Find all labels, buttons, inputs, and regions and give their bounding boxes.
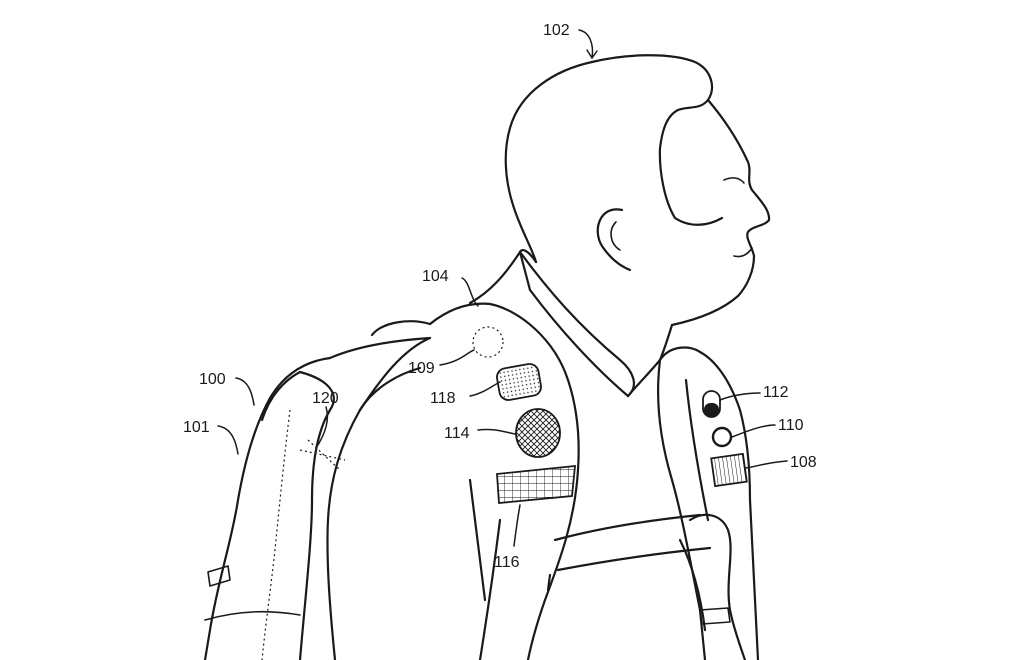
shoulder-strap-right bbox=[656, 350, 760, 660]
person-head bbox=[504, 54, 771, 327]
label-120: 120 bbox=[312, 390, 339, 407]
component-112 bbox=[702, 390, 721, 418]
band-116 bbox=[496, 464, 577, 504]
label-110: 110 bbox=[778, 417, 804, 434]
person-torso bbox=[468, 250, 712, 592]
sensor-109-circle bbox=[472, 326, 504, 358]
backpack bbox=[203, 320, 432, 660]
component-110-button bbox=[711, 426, 733, 448]
label-116: 116 bbox=[494, 554, 520, 571]
sensor-114-pad bbox=[515, 408, 561, 458]
label-114: 114 bbox=[444, 425, 470, 442]
shoulder-strap-left bbox=[326, 302, 580, 660]
shirt-collar bbox=[518, 249, 702, 398]
label-100: 100 bbox=[199, 371, 226, 388]
label-104: 104 bbox=[422, 268, 449, 285]
reference-labels: 102 104 100 101 120 109 118 114 116 112 … bbox=[183, 22, 817, 571]
sensor-118-pad bbox=[496, 363, 542, 401]
label-108: 108 bbox=[790, 454, 817, 471]
label-102: 102 bbox=[543, 22, 570, 39]
label-118: 118 bbox=[430, 390, 456, 407]
label-112: 112 bbox=[763, 384, 789, 401]
label-101: 101 bbox=[183, 419, 210, 436]
leader-lines bbox=[217, 29, 788, 547]
component-108-pad bbox=[710, 452, 748, 488]
label-109: 109 bbox=[408, 360, 435, 377]
